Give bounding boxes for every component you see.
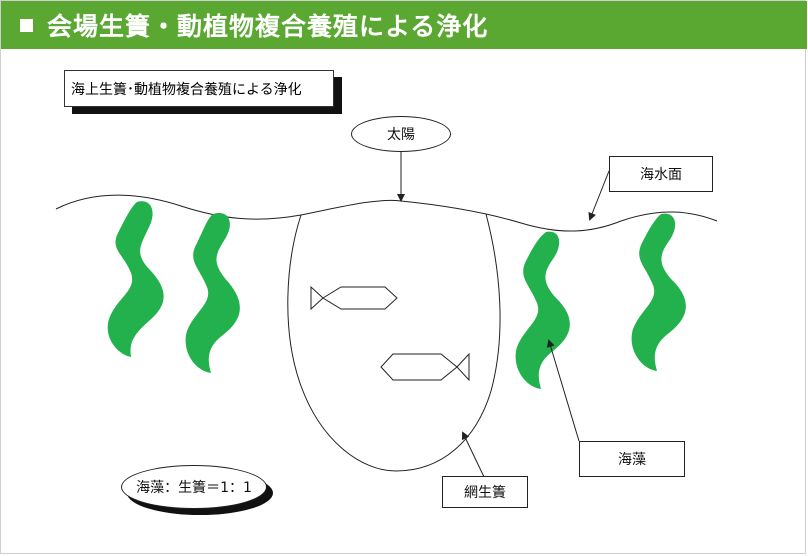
seaweed-label: 海藻 xyxy=(579,441,685,477)
sea-surface-arrow xyxy=(588,170,610,221)
diagram-title-box: 海上生簀･動植物複合養殖による浄化 xyxy=(64,70,334,107)
sea-surface-line xyxy=(55,194,718,232)
seaweed-2 xyxy=(185,212,240,373)
page-title: 会場生簀・動植物複合養殖による浄化 xyxy=(47,12,489,41)
sea-surface-label: 海水面 xyxy=(609,156,713,192)
seaweed-3 xyxy=(515,231,570,389)
seaweed-1 xyxy=(107,201,164,357)
seaweed-4 xyxy=(631,213,686,371)
sun-label: 太陽 xyxy=(351,116,451,152)
header-bar: 会場生簀・動植物複合養殖による浄化 xyxy=(1,1,807,49)
fish-icon-1 xyxy=(310,285,398,311)
seaweed-arrow xyxy=(546,339,580,442)
net-pen-arrow xyxy=(461,431,486,480)
fish-icon-2 xyxy=(380,352,470,382)
net-pen-label: 網生簀 xyxy=(442,476,528,508)
net-pen-outline xyxy=(287,213,501,472)
bullet-square-icon xyxy=(20,18,33,32)
ratio-label: 海藻：生簀＝1：1 xyxy=(121,465,267,509)
